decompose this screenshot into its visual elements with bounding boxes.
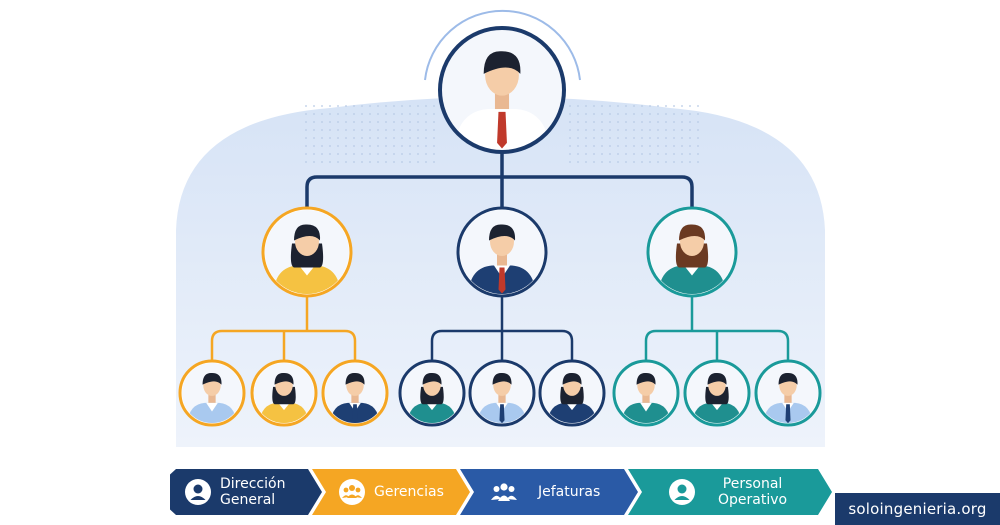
node-s3 <box>321 359 389 427</box>
legend-item-3: Jefaturas <box>460 469 638 515</box>
legend-label: Personal Operativo <box>718 476 788 508</box>
legend-item-1: Dirección General <box>170 469 322 515</box>
user-circle-icon <box>668 478 696 506</box>
connector-mgr-right <box>644 294 790 363</box>
avatar-woman <box>650 210 734 294</box>
team-icon <box>490 478 518 506</box>
node-top <box>438 26 566 154</box>
node-s5 <box>468 359 536 427</box>
legend-label: Gerencias <box>374 484 444 500</box>
node-s2 <box>250 359 318 427</box>
node-s8 <box>683 359 751 427</box>
node-mgr-center <box>456 206 548 298</box>
node-mgr-right <box>646 206 738 298</box>
legend-item-2: Gerencias <box>312 469 470 515</box>
avatar-woman <box>254 363 314 423</box>
connector-mgr-center <box>430 294 574 363</box>
legend-label: Jefaturas <box>538 484 601 500</box>
group-circle-icon <box>338 478 366 506</box>
connector-top <box>305 150 694 210</box>
user-circle-icon <box>184 478 212 506</box>
top-accent-arc <box>424 9 581 81</box>
node-mgr-left <box>261 206 353 298</box>
node-s1 <box>178 359 246 427</box>
dot-pattern-left <box>300 105 440 165</box>
avatar-man <box>472 363 532 423</box>
connector-mgr-left <box>210 294 357 363</box>
connector-lines <box>210 150 790 363</box>
node-s9 <box>754 359 822 427</box>
node-s4 <box>398 359 466 427</box>
node-s6 <box>538 359 606 427</box>
node-s7 <box>612 359 680 427</box>
dot-pattern-right <box>565 105 705 165</box>
avatar-man <box>442 30 562 150</box>
watermark: soloingenieria.org <box>835 493 1000 525</box>
legend-item-4: Personal Operativo <box>628 469 832 515</box>
org-nodes <box>178 26 822 427</box>
legend-label: Dirección General <box>220 476 286 508</box>
